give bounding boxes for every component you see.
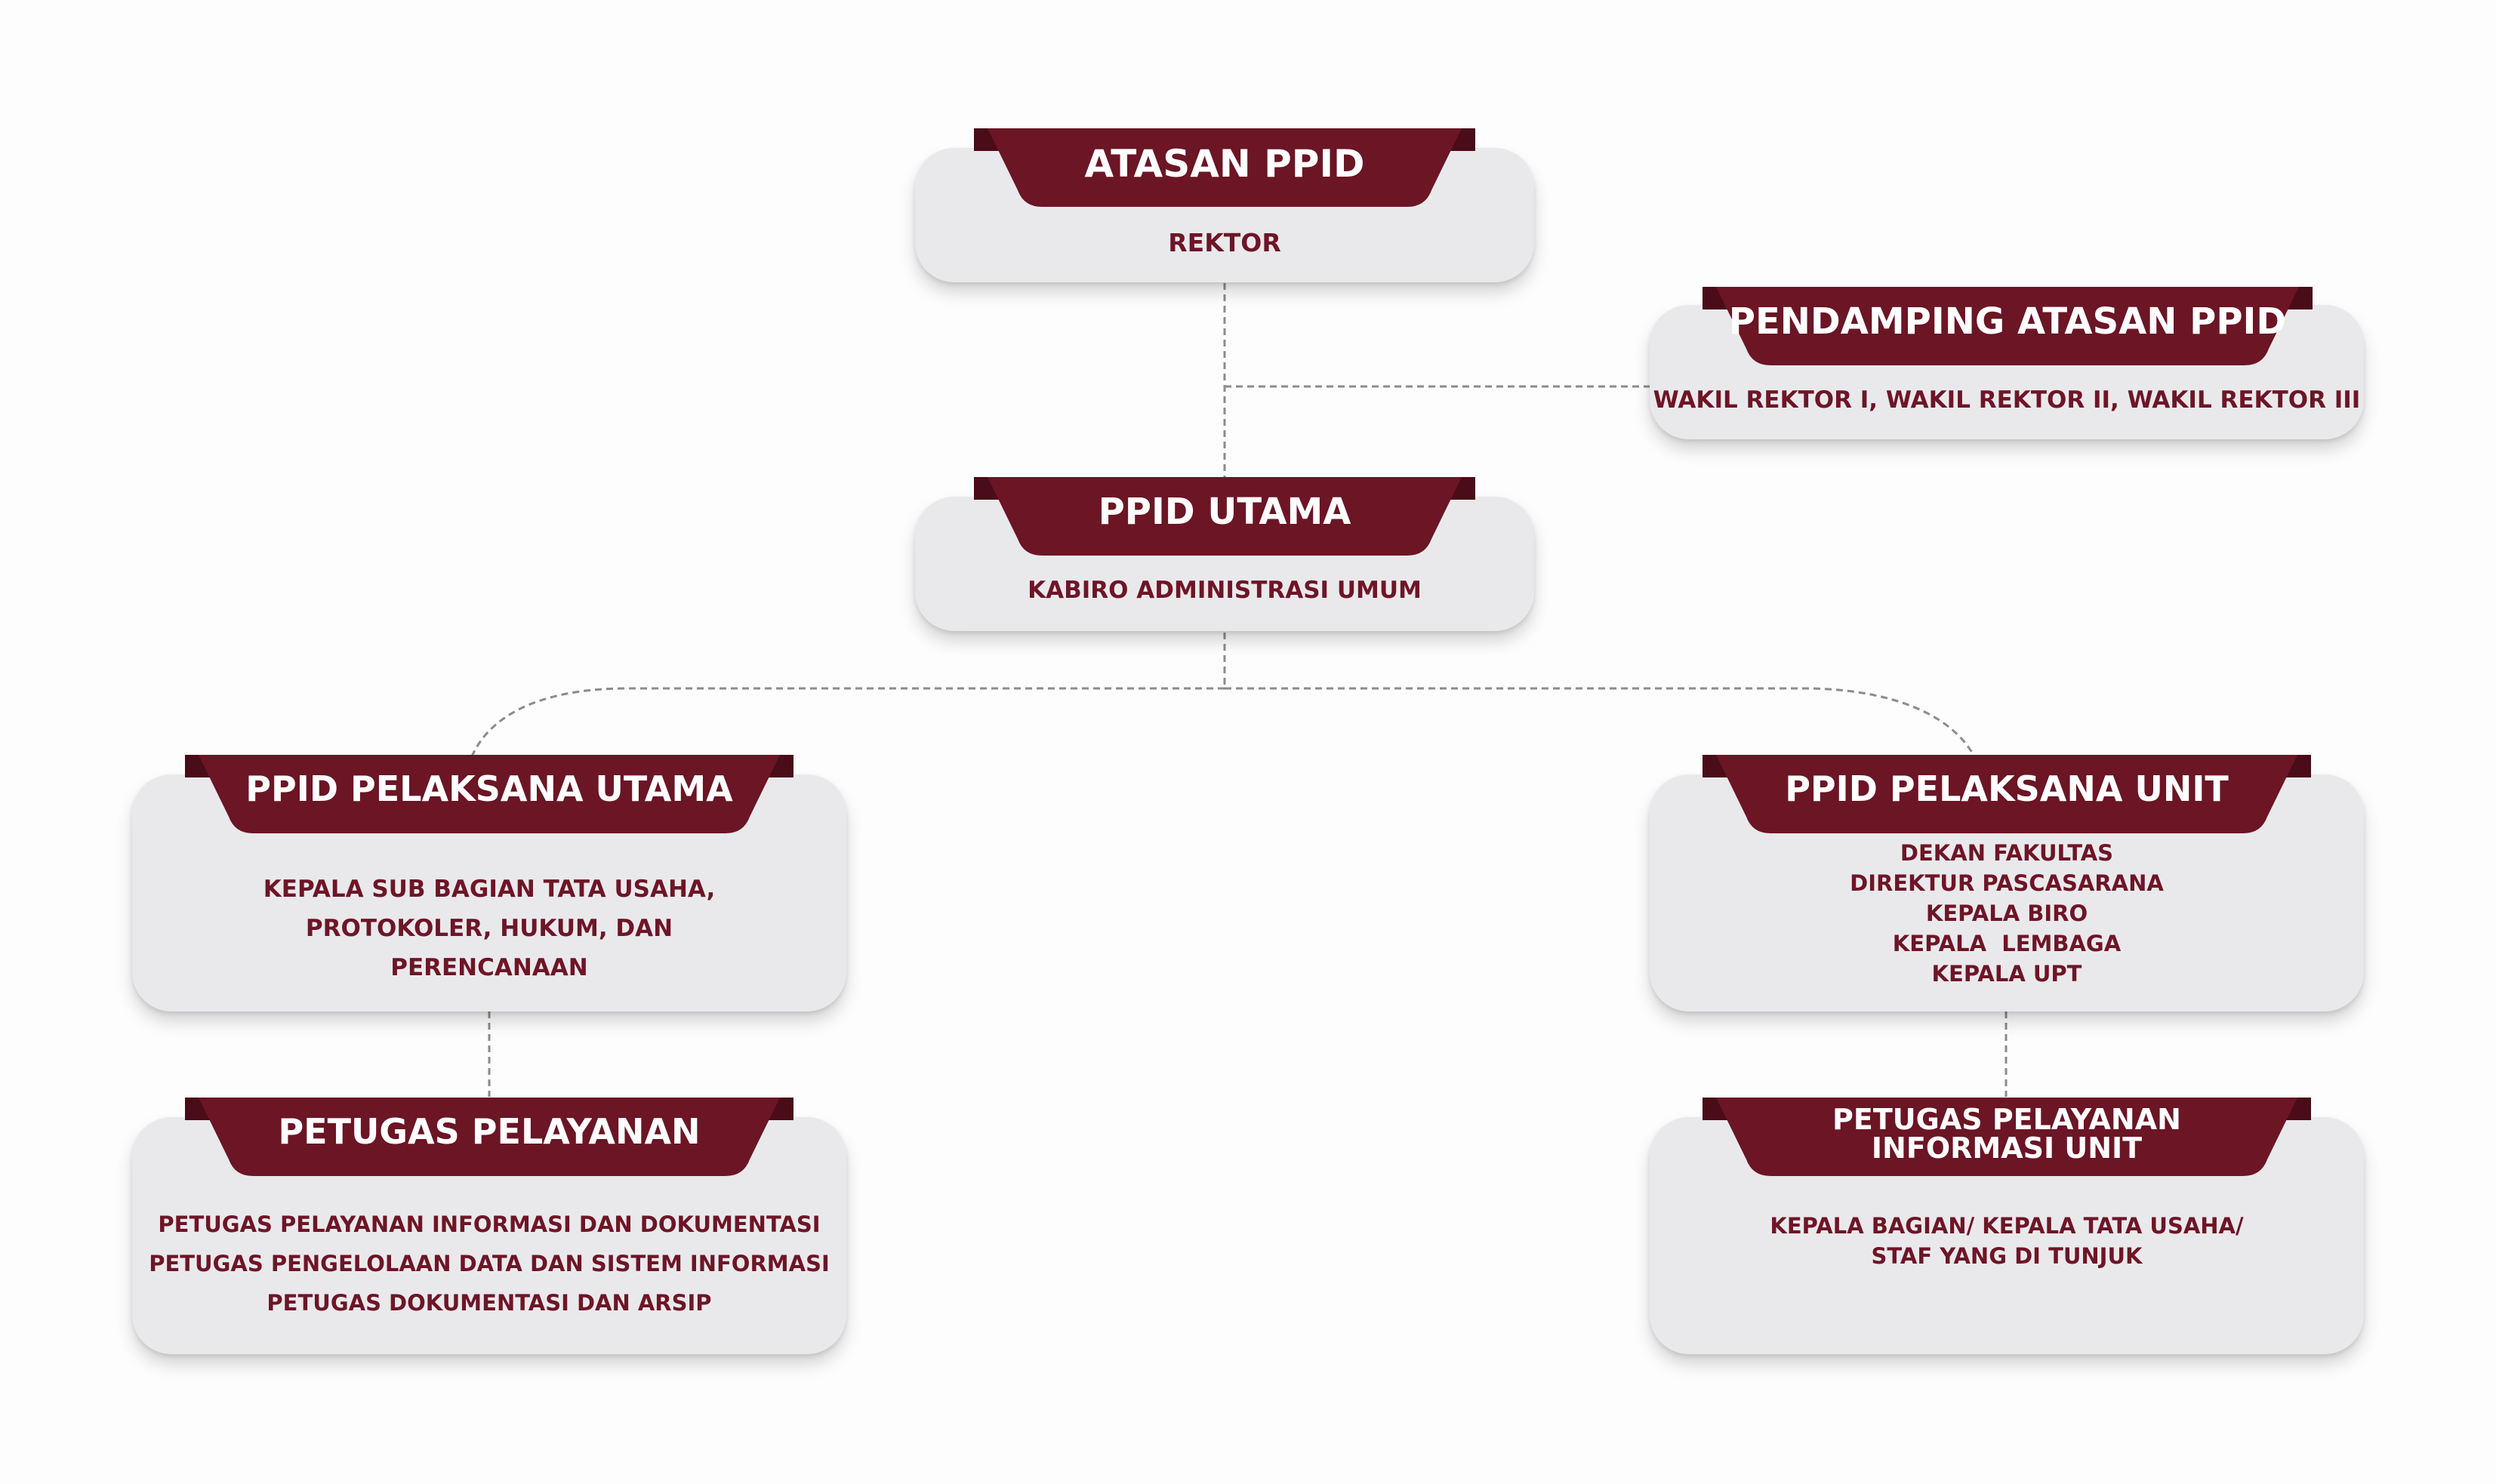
ribbon-petugas: PETUGAS PELAYANAN — [185, 1098, 793, 1176]
ribbon-pendamping: PENDAMPING ATASAN PPID — [1703, 287, 2313, 365]
body-line: PETUGAS DOKUMENTASI DAN ARSIP — [267, 1290, 712, 1316]
body-line: KEPALA SUB BAGIAN TATA USAHA, — [263, 876, 716, 903]
node-petugas-unit-body: KEPALA BAGIAN/ KEPALA TATA USAHA/ STAF Y… — [1650, 1211, 2364, 1271]
node-atasan-body: REKTOR — [915, 228, 1534, 257]
node-utama-body: KABIRO ADMINISTRASI UMUM — [915, 577, 1534, 604]
title-line: PETUGAS PELAYANAN — [1832, 1103, 2181, 1136]
title-pelaksana-unit: PPID PELAKSANA UNIT — [1785, 768, 2229, 809]
body-line: KEPALA UPT — [1931, 961, 2082, 987]
node-pelaksana-utama-body: KEPALA SUB BAGIAN TATA USAHA, PROTOKOLER… — [132, 870, 846, 987]
ribbon-pelaksana-utama: PPID PELAKSANA UTAMA — [185, 755, 793, 833]
connector-branch-right — [1225, 687, 1976, 757]
title-atasan: ATASAN PPID — [1084, 142, 1365, 186]
node-utama-line: KABIRO ADMINISTRASI UMUM — [1028, 577, 1422, 604]
body-line: DEKAN FAKULTAS — [1900, 840, 2114, 866]
node-pendamping-line: WAKIL REKTOR I, WAKIL REKTOR II, WAKIL R… — [1653, 386, 2361, 414]
ribbon-petugas-unit: PETUGAS PELAYANAN INFORMASI UNIT — [1703, 1098, 2311, 1176]
title-petugas-unit: PETUGAS PELAYANAN INFORMASI UNIT — [1703, 1105, 2311, 1162]
title-pendamping: PENDAMPING ATASAN PPID — [1728, 300, 2287, 343]
ribbon-atasan: ATASAN PPID — [974, 128, 1475, 207]
body-line: PETUGAS PENGELOLAAN DATA DAN SISTEM INFO… — [149, 1251, 830, 1276]
title-petugas: PETUGAS PELAYANAN — [278, 1111, 701, 1152]
ribbon-utama: PPID UTAMA — [974, 477, 1475, 556]
title-pelaksana-utama: PPID PELAKSANA UTAMA — [245, 768, 733, 809]
connector-branch-left — [470, 687, 1225, 757]
body-line: DIREKTUR PASCASARANA — [1850, 870, 2164, 896]
body-line: KEPALA LEMBAGA — [1892, 931, 2122, 956]
title-line: INFORMASI UNIT — [1871, 1131, 2143, 1165]
body-line: PERENCANAAN — [390, 954, 588, 981]
ribbon-pelaksana-unit: PPID PELAKSANA UNIT — [1703, 755, 2311, 833]
title-utama: PPID UTAMA — [1098, 491, 1351, 533]
body-line: STAF YANG DI TUNJUK — [1871, 1243, 2143, 1269]
node-petugas-body: PETUGAS PELAYANAN INFORMASI DAN DOKUMENT… — [132, 1205, 846, 1322]
node-atasan-line: REKTOR — [1168, 228, 1281, 257]
body-line: PROTOKOLER, HUKUM, DAN — [305, 915, 673, 942]
node-pelaksana-unit-body: DEKAN FAKULTAS DIREKTUR PASCASARANA KEPA… — [1650, 838, 2364, 989]
node-pendamping-body: WAKIL REKTOR I, WAKIL REKTOR II, WAKIL R… — [1650, 386, 2364, 414]
body-line: KEPALA BAGIAN/ KEPALA TATA USAHA/ — [1770, 1213, 2244, 1239]
body-line: PETUGAS PELAYANAN INFORMASI DAN DOKUMENT… — [158, 1212, 821, 1237]
body-line: KEPALA BIRO — [1925, 901, 2088, 926]
